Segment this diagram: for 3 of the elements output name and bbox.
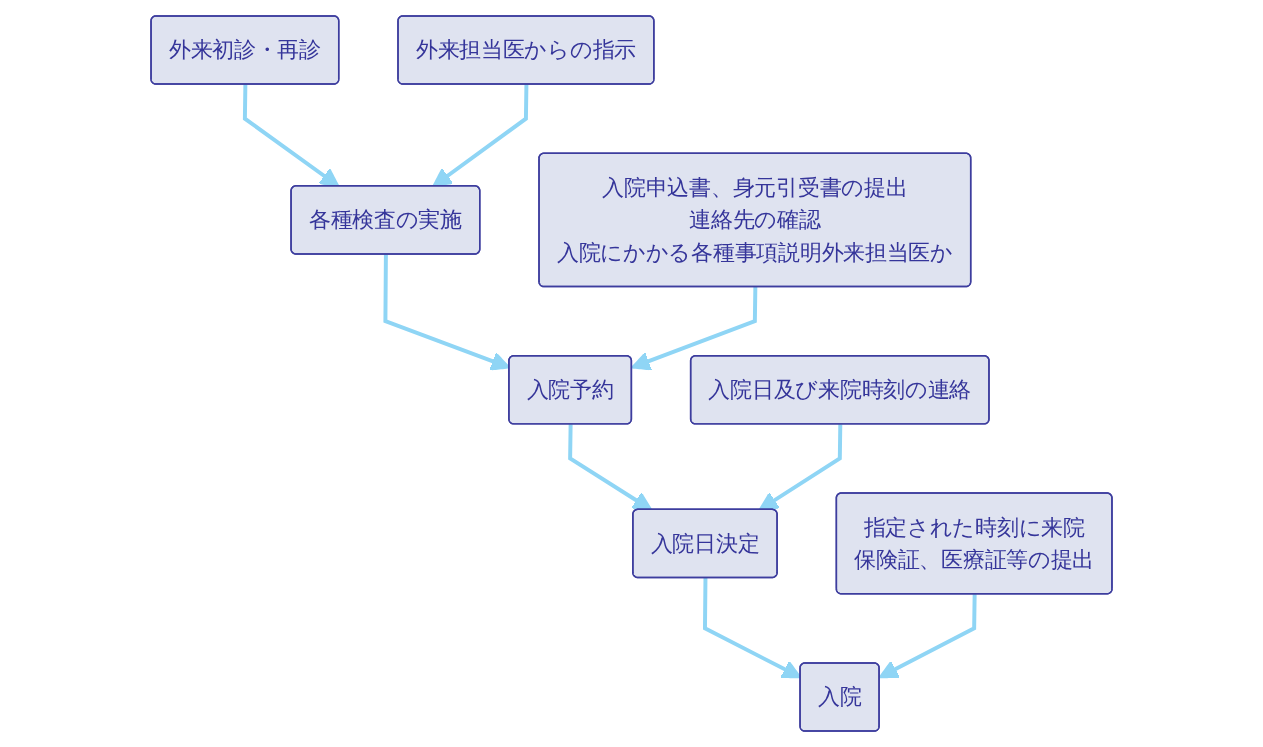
arrow <box>568 424 653 511</box>
arrow <box>631 287 758 371</box>
arrow <box>758 424 843 511</box>
